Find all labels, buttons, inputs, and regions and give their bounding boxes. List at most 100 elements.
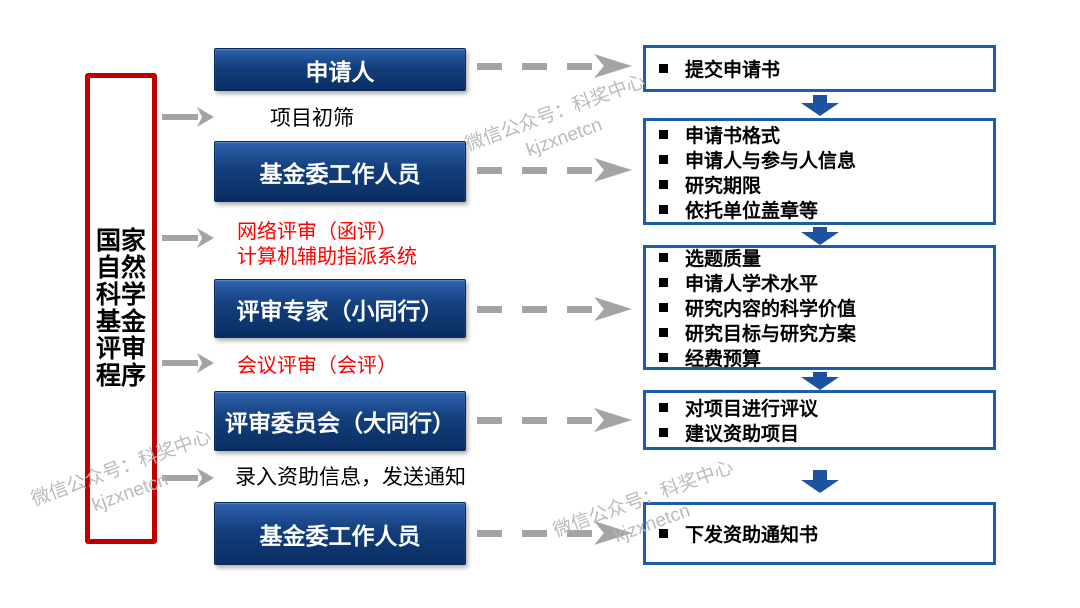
dashed-line — [477, 62, 594, 70]
arrow-tip — [801, 377, 839, 390]
list-item-label: 研究内容的科学价值 — [685, 299, 857, 320]
down-arrow-icon — [801, 95, 839, 116]
watermark-line1: 微信公众号：科奖中心 — [462, 70, 649, 156]
arrow-line — [162, 475, 198, 481]
review-process-title: 国家 自然 科学 基金 评审 程序 — [95, 226, 146, 390]
list-item-label: 经费预算 — [685, 349, 762, 370]
dashed-arrow-icon — [477, 408, 632, 432]
down-arrow-icon — [801, 227, 839, 245]
arrow-head — [594, 158, 632, 182]
dashed-arrow-icon — [477, 158, 632, 182]
down-arrow-icon — [801, 470, 839, 493]
dashed-line — [477, 416, 594, 424]
arrow-head — [197, 107, 214, 127]
list-item: 研究内容的科学价值 — [659, 295, 993, 320]
bullet-square-icon — [659, 204, 668, 214]
stage-label: 评审委员会（大同行） — [225, 410, 455, 436]
arrow-head — [594, 408, 632, 432]
bullet-square-icon — [659, 278, 668, 287]
bullet-square-icon — [659, 529, 668, 538]
stage-label: 基金委工作人员 — [259, 160, 421, 187]
stage-box-nsfc-staff-final: 基金委工作人员 — [214, 502, 466, 565]
list-item: 对项目进行评议 — [659, 395, 993, 420]
down-arrow-icon — [801, 372, 839, 390]
detail-box-format-check: 申请书格式 申请人与参与人信息 研究期限 依托单位盖章等 — [643, 118, 996, 225]
arrow-head — [197, 468, 214, 488]
stage-box-nsfc-staff: 基金委工作人员 — [214, 141, 466, 202]
step-label-initial-screening: 项目初筛 — [270, 107, 354, 130]
list-item: 经费预算 — [659, 345, 993, 370]
bullet-square-icon — [659, 129, 668, 139]
stage-label: 评审专家（小同行） — [236, 297, 444, 324]
list-item-label: 申请书格式 — [685, 125, 781, 147]
review-process-title-box: 国家 自然 科学 基金 评审 程序 — [85, 73, 157, 544]
list-item-label: 研究目标与研究方案 — [685, 324, 857, 345]
arrow-right-icon — [162, 228, 214, 248]
bullet-square-icon — [659, 64, 668, 73]
detail-box-submit: 提交申请书 — [643, 45, 996, 92]
arrow-tip — [801, 103, 839, 116]
arrow-tip — [801, 480, 839, 493]
dashed-line — [477, 166, 594, 174]
list-item: 申请书格式 — [659, 122, 993, 147]
list-item: 申请人与参与人信息 — [659, 147, 993, 172]
stage-box-applicant: 申请人 — [214, 48, 466, 91]
bullet-square-icon — [659, 428, 668, 437]
dashed-arrow-icon — [477, 521, 632, 545]
dashed-arrow-icon — [477, 54, 632, 78]
arrow-right-icon — [162, 107, 214, 127]
arrow-right-icon — [162, 468, 214, 488]
bullet-square-icon — [659, 328, 668, 337]
stage-box-review-experts: 评审专家（小同行） — [214, 279, 466, 338]
bullet-square-icon — [659, 303, 668, 312]
arrow-right-icon — [162, 353, 214, 373]
list-item-label: 选题质量 — [685, 249, 762, 270]
list-item-label: 申请人与参与人信息 — [685, 150, 857, 172]
list-item: 研究目标与研究方案 — [659, 320, 993, 345]
arrow-stem — [813, 372, 827, 377]
arrow-stem — [813, 470, 827, 480]
dashed-arrow-icon — [477, 297, 632, 321]
arrow-tip — [801, 232, 839, 245]
list-item-label: 提交申请书 — [685, 60, 781, 81]
arrow-head — [594, 54, 632, 78]
detail-box-notice: 下发资助通知书 — [643, 502, 996, 565]
bullet-square-icon — [659, 179, 668, 189]
detail-box-committee-actions: 对项目进行评议 建议资助项目 — [643, 390, 996, 450]
list-item: 依托单位盖章等 — [659, 197, 993, 222]
list-item: 申请人学术水平 — [659, 270, 993, 295]
list-item: 建议资助项目 — [659, 420, 993, 445]
detail-box-review-criteria: 选题质量 申请人学术水平 研究内容的科学价值 研究目标与研究方案 经费预算 — [643, 245, 996, 370]
bullet-square-icon — [659, 353, 668, 362]
step-label-meeting-review: 会议评审（会评） — [237, 355, 397, 377]
list-item-label: 建议资助项目 — [685, 424, 800, 445]
stage-label: 申请人 — [305, 58, 375, 85]
bullet-square-icon — [659, 403, 668, 412]
list-item-label: 申请人学术水平 — [685, 274, 819, 295]
bullet-square-icon — [659, 253, 668, 262]
list-item-label: 对项目进行评议 — [685, 399, 819, 420]
arrow-line — [162, 360, 198, 366]
arrow-stem — [813, 95, 827, 103]
arrow-line — [162, 114, 198, 120]
list-item: 下发资助通知书 — [659, 521, 993, 546]
arrow-stem — [813, 227, 827, 232]
step-label-funding-notice: 录入资助信息，发送通知 — [235, 466, 466, 489]
list-item-label: 依托单位盖章等 — [685, 200, 819, 222]
list-item: 提交申请书 — [659, 56, 993, 81]
list-item-label: 研究期限 — [685, 175, 762, 197]
list-item: 选题质量 — [659, 245, 993, 270]
arrow-line — [162, 235, 198, 241]
list-item: 研究期限 — [659, 172, 993, 197]
arrow-head — [197, 353, 214, 373]
arrow-head — [594, 521, 632, 545]
stage-box-review-committee: 评审委员会（大同行） — [214, 391, 466, 451]
stage-label: 基金委工作人员 — [259, 522, 421, 549]
step-label-online-review: 网络评审（函评） 计算机辅助指派系统 — [237, 221, 417, 268]
dashed-line — [477, 305, 594, 313]
bullet-square-icon — [659, 154, 668, 164]
dashed-line — [477, 529, 594, 537]
arrow-head — [197, 228, 214, 248]
list-item-label: 下发资助通知书 — [685, 525, 819, 546]
